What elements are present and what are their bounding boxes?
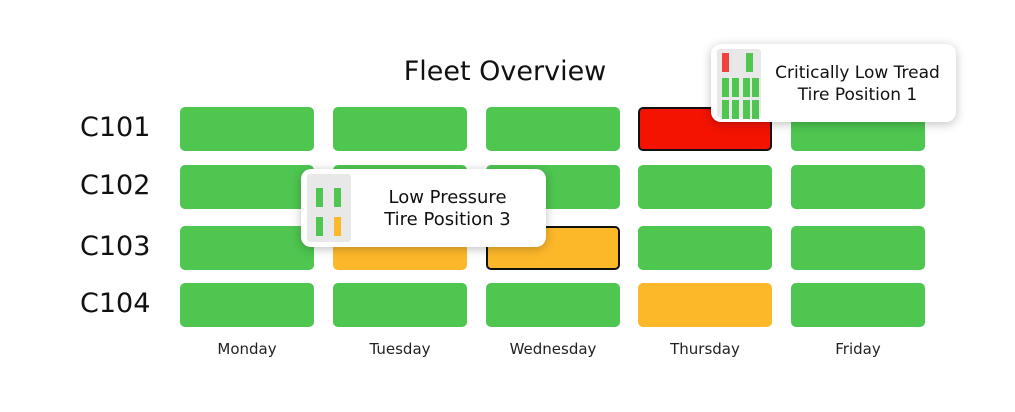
car-tires-icon	[307, 174, 351, 242]
day-label: Wednesday	[509, 340, 597, 358]
status-cell-c102-monday[interactable]	[180, 165, 314, 209]
tooltip-line1: Low Pressure	[388, 187, 507, 208]
tooltip-line1: Critically Low Tread	[775, 63, 940, 83]
status-cell-c104-thursday[interactable]	[638, 283, 772, 327]
row-label-c101: C101	[80, 112, 151, 143]
status-cell-c103-thursday[interactable]	[638, 226, 772, 270]
row-label-c102: C102	[80, 170, 151, 201]
status-cell-c101-monday[interactable]	[180, 107, 314, 151]
tooltip-line2: Tire Position 1	[797, 85, 918, 105]
status-cell-c101-tuesday[interactable]	[333, 107, 467, 151]
status-cell-c104-friday[interactable]	[791, 283, 925, 327]
day-label: Tuesday	[369, 340, 431, 358]
day-label: Thursday	[670, 340, 740, 358]
day-label: Monday	[217, 340, 277, 358]
status-cell-c104-wednesday[interactable]	[486, 283, 620, 327]
status-cell-c104-tuesday[interactable]	[333, 283, 467, 327]
tooltip-line2: Tire Position 3	[384, 209, 511, 230]
status-cell-c102-friday[interactable]	[791, 165, 925, 209]
row-label-c104: C104	[80, 288, 151, 319]
status-cell-c103-friday[interactable]	[791, 226, 925, 270]
chart-title: Fleet Overview	[403, 56, 607, 87]
status-cell-c102-thursday[interactable]	[638, 165, 772, 209]
status-cell-c101-wednesday[interactable]	[486, 107, 620, 151]
status-cell-c104-monday[interactable]	[180, 283, 314, 327]
day-label: Friday	[835, 340, 881, 358]
status-cell-c103-monday[interactable]	[180, 226, 314, 270]
truck-tires-icon	[717, 49, 761, 119]
row-label-c103: C103	[80, 231, 151, 262]
